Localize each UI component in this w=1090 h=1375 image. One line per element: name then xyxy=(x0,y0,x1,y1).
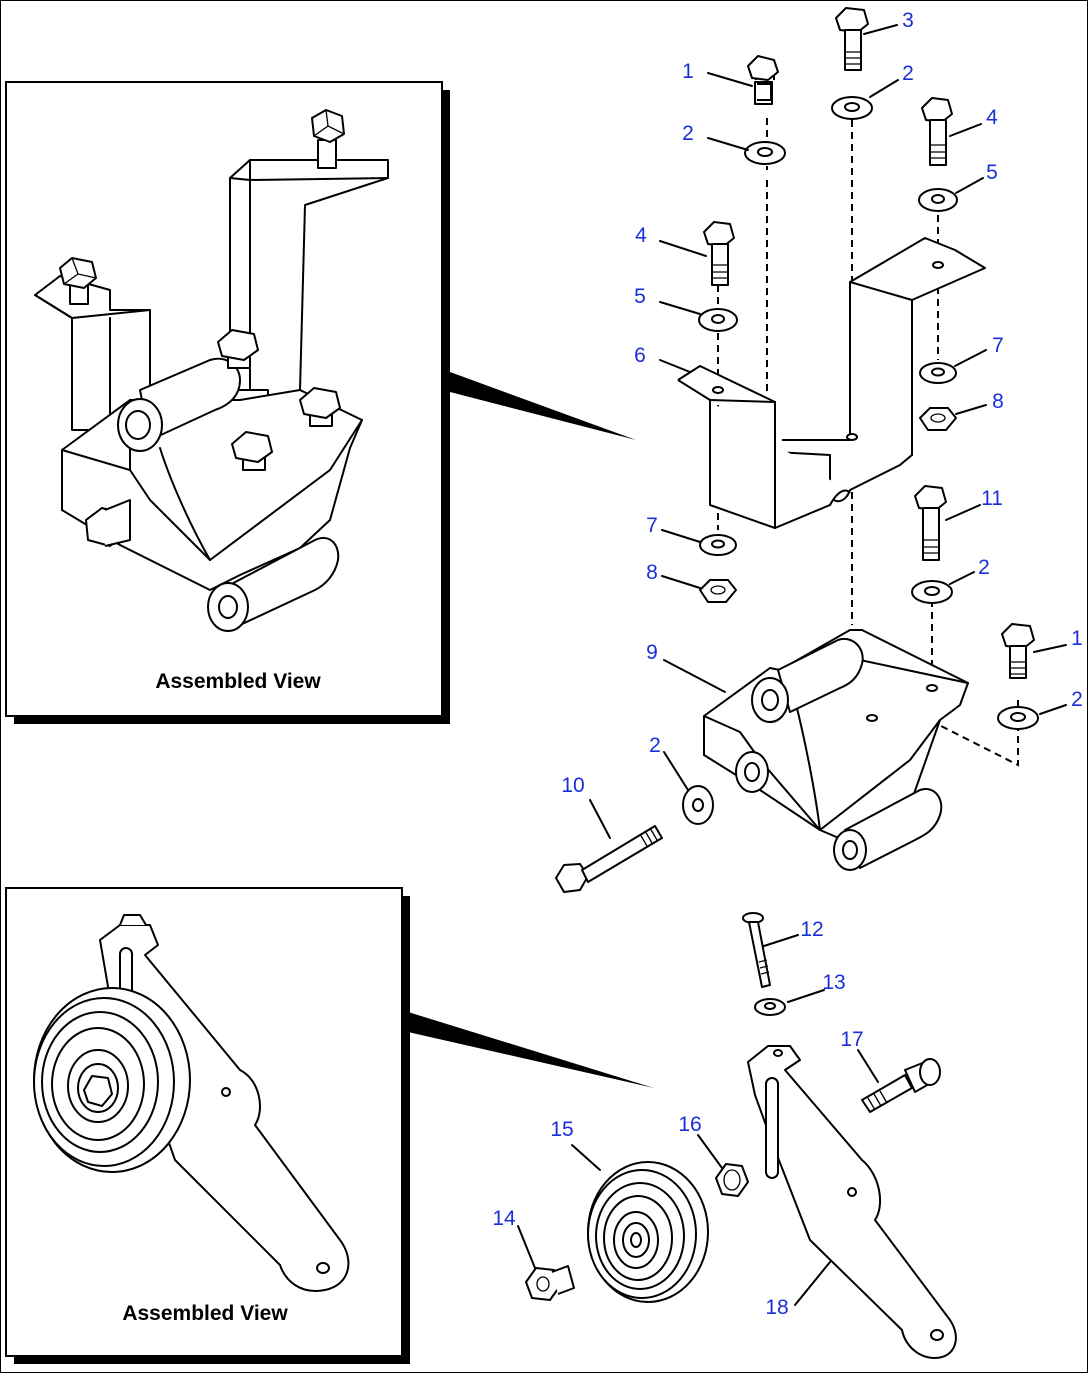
nut-16 xyxy=(715,1163,749,1197)
pulley-15 xyxy=(587,1161,709,1303)
callout-label: 7 xyxy=(646,514,658,537)
top-inset-assembly-drawing xyxy=(34,109,389,632)
bottom-inset: Assembled View xyxy=(5,887,654,1364)
callout-label: 6 xyxy=(634,344,646,367)
bottom-leader-wedge xyxy=(408,1012,654,1088)
callout-label: 1 xyxy=(1071,627,1083,650)
callout-label: 17 xyxy=(840,1028,863,1051)
top-inset-caption: Assembled View xyxy=(155,670,321,693)
top-inset: Assembled View xyxy=(5,81,636,724)
callout-label: 14 xyxy=(492,1207,516,1230)
bolt-10 xyxy=(555,825,663,893)
callout-label: 3 xyxy=(902,9,914,32)
callout-label: 7 xyxy=(992,334,1004,357)
callout-label: 2 xyxy=(902,62,914,85)
callout-label: 18 xyxy=(765,1296,788,1319)
callout-label: 5 xyxy=(986,161,998,184)
callout-label: 10 xyxy=(561,774,584,797)
nut-8a xyxy=(919,407,957,431)
exploded-idler-assembly xyxy=(525,912,957,1359)
bolt-1-top xyxy=(747,55,779,105)
nut-14 xyxy=(525,1265,575,1301)
bracket-9 xyxy=(703,629,969,871)
washer-7b xyxy=(699,534,737,556)
bottom-inset-assembly-drawing xyxy=(33,914,350,1292)
callout-label: 16 xyxy=(678,1113,701,1136)
callout-label: 2 xyxy=(1071,688,1083,711)
washer-2e xyxy=(682,785,714,825)
bolt-12 xyxy=(742,912,771,988)
callout-label: 13 xyxy=(822,971,845,994)
callout-label: 12 xyxy=(800,918,823,941)
callout-label: 4 xyxy=(635,224,647,247)
callout-label: 2 xyxy=(649,734,661,757)
callout-labels: 1 2 3 2 4 5 4 5 6 7 8 7 8 11 2 1 2 9 2 1… xyxy=(492,9,1083,1319)
bottom-inset-caption: Assembled View xyxy=(122,1302,288,1325)
callout-label: 2 xyxy=(978,556,990,579)
washer-5b xyxy=(698,308,738,332)
bolt-4-left xyxy=(703,221,735,286)
callout-label: 2 xyxy=(682,122,694,145)
bolt-4-right xyxy=(921,97,953,166)
washer-7a xyxy=(919,362,957,384)
top-leader-wedge xyxy=(450,372,636,440)
callout-label: 11 xyxy=(981,487,1003,510)
washer-2d xyxy=(997,706,1039,730)
leader-lines xyxy=(517,24,1067,1306)
exploded-top-assembly xyxy=(555,7,1039,893)
bolt-3 xyxy=(835,7,869,71)
arm-18 xyxy=(747,1045,957,1359)
washer-5a xyxy=(918,188,958,212)
callout-label: 5 xyxy=(634,285,646,308)
callout-label: 4 xyxy=(986,106,998,129)
align-line-6 xyxy=(869,689,1019,767)
nut-8b xyxy=(699,579,737,603)
washer-2b xyxy=(831,96,873,120)
washer-2a xyxy=(744,141,786,165)
callout-label: 8 xyxy=(646,561,658,584)
washer-13 xyxy=(754,998,786,1016)
washer-2c xyxy=(911,580,953,604)
bolt-11 xyxy=(914,485,947,561)
bolt-17 xyxy=(861,1058,941,1113)
callout-label: 15 xyxy=(550,1118,573,1141)
callout-label: 9 xyxy=(646,641,658,664)
callout-label: 8 xyxy=(992,390,1004,413)
bolt-1-right xyxy=(1001,623,1035,679)
callout-label: 1 xyxy=(682,60,694,83)
bracket-6 xyxy=(677,237,986,529)
